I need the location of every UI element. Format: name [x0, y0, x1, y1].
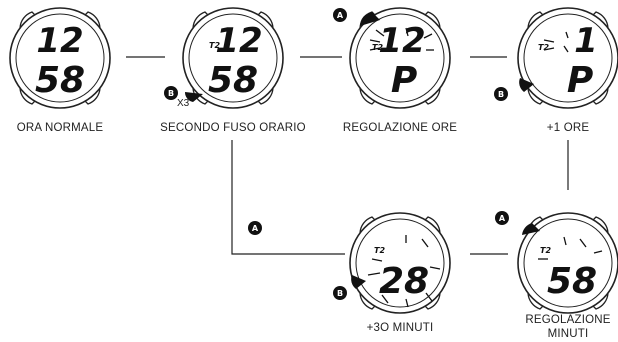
display-hours: 12 [378, 21, 425, 61]
watch-bezel [15, 13, 105, 103]
blink-marks [369, 27, 434, 51]
flow-lines [126, 56, 569, 255]
display-pm: P [391, 60, 417, 101]
svg-text:B: B [168, 89, 174, 98]
button-b-marker: B [164, 86, 178, 100]
display-hours: 12 [215, 21, 262, 61]
svg-text:A: A [499, 214, 506, 223]
t2-indicator: T2 [538, 43, 549, 52]
button-b-marker: B [494, 87, 508, 101]
watch-minute-setting: T2 58 [517, 212, 618, 314]
label-hour-setting: REGOLAZIONE ORE [342, 122, 458, 134]
t2-indicator: T2 [540, 246, 551, 255]
label-minute-setting-line1: REGOLAZIONE [525, 314, 611, 326]
branch-button-a-marker: A [248, 221, 262, 235]
label-second-timezone: SECONDO FUSO ORARIO [160, 122, 306, 134]
svg-text:A: A [252, 224, 259, 233]
watch-plus-one-hour: T2 1 P [517, 7, 618, 109]
label-minute-setting: REGOLAZIONE MINUTI [518, 313, 618, 341]
label-plus-thirty-minutes: +3O MINUTI [366, 322, 434, 334]
watch-hour-setting: T2 12 P [349, 7, 451, 109]
display-hours: 1 [574, 21, 598, 61]
display-minutes: 58 [547, 261, 597, 302]
t2-indicator: T2 [372, 43, 383, 52]
label-minute-setting-line2: MINUTI [547, 328, 589, 340]
display-minutes: 58 [35, 60, 85, 101]
display-minutes: 28 [379, 261, 429, 302]
t2-indicator: T2 [374, 246, 385, 255]
svg-text:B: B [337, 289, 343, 298]
watch-case [9, 7, 111, 109]
label-plus-one-hour: +1 ORE [546, 122, 590, 134]
svg-text:B: B [498, 90, 504, 99]
label-normal-time: ORA NORMALE [16, 122, 104, 134]
watch-normal-time: 12 58 [9, 7, 111, 109]
watch-plus-thirty-minutes: T2 28 [349, 212, 451, 314]
display-hours: 12 [36, 21, 83, 61]
button-a-marker: A [333, 8, 347, 22]
svg-text:A: A [337, 11, 344, 20]
display-pm: P [567, 60, 593, 101]
display-minutes: 58 [208, 60, 258, 101]
t2-indicator: T2 [209, 41, 220, 50]
watch-second-timezone: T2 12 58 [182, 7, 284, 109]
button-b-marker: B [333, 286, 347, 300]
press-count-label: X3 [177, 98, 190, 109]
button-a-marker: A [495, 211, 509, 225]
